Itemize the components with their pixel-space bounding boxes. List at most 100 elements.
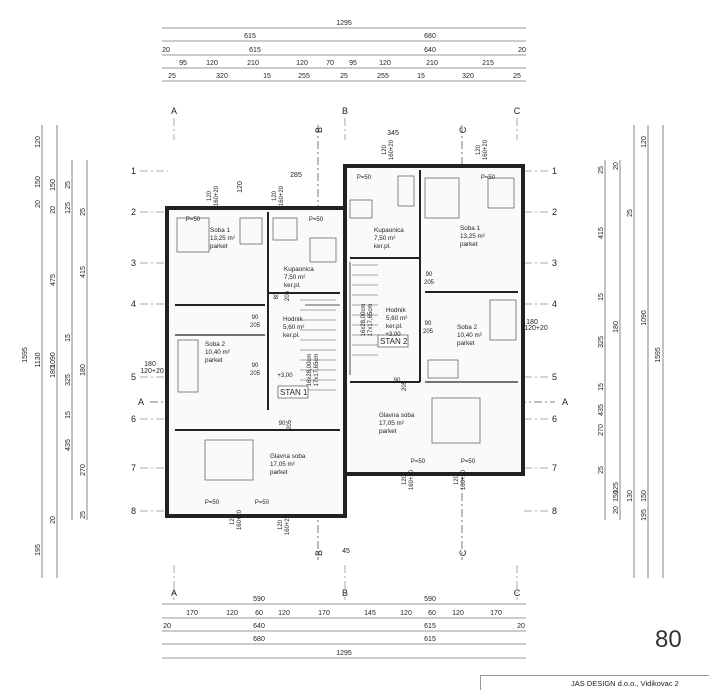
dimension-left1: 1130 [35, 352, 42, 367]
dimension-top4: 95 [349, 60, 357, 67]
room-finish: ker.pl. [386, 323, 403, 330]
dimension-right1: 25 [627, 209, 634, 217]
room-name: Soba 2 [205, 341, 225, 348]
window-size-label: 120 [402, 474, 408, 485]
plan-annotation: 205 [287, 419, 293, 430]
dimension-left1: 15 [65, 334, 72, 342]
dimension-top1: 1295 [336, 20, 352, 27]
dimension-right1: 180 [613, 321, 620, 333]
dimension-bot1: 590 [424, 596, 436, 603]
dimension-right1: 15 [598, 293, 605, 301]
dimension-top5: 255 [377, 73, 389, 80]
dimension-left1: 195 [35, 544, 42, 556]
dimension-bot1: 590 [253, 596, 265, 603]
plan-annotation: 205 [250, 371, 261, 377]
axis-row-label-left: 7 [131, 463, 136, 473]
plan-annotation: P=50 [205, 500, 220, 506]
plan-annotation: P=50 [255, 500, 270, 506]
axis-col-label-top: B [342, 106, 348, 116]
room-name: Soba 1 [460, 225, 480, 232]
dimension-left1: 150 [35, 176, 42, 188]
dimension-right1: 150 [641, 490, 648, 502]
room-finish: parket [205, 357, 223, 364]
dimension-top4: 215 [482, 60, 494, 67]
axis-row-label-right: 8 [552, 506, 557, 516]
plan-annotation: 90 [279, 421, 286, 427]
room-area: 17,05 m² [270, 461, 295, 468]
left-dimension-chains [41, 125, 88, 578]
plan-annotation: 80 [274, 292, 280, 299]
plan-annotation: 205 [402, 380, 408, 391]
dimension-right1: 15 [598, 383, 605, 391]
dimension-left1: 180 [50, 366, 57, 378]
dimension-right1: 1595 [655, 347, 662, 363]
window-size-label: 160+20 [409, 469, 415, 490]
inner-dimension: 120+20 [140, 368, 164, 375]
dimension-bot2: 145 [364, 610, 376, 617]
axis-row-label-right: 4 [552, 299, 557, 309]
room-area: 7,50 m² [374, 235, 395, 242]
dimension-left1: 150 [50, 179, 57, 191]
dimension-top4: 210 [247, 60, 259, 67]
window-size-label: 160+20 [461, 469, 467, 490]
window-size-label: 160+20 [483, 139, 489, 160]
room-finish: ker.pl. [283, 332, 300, 339]
axis-row-label-left: 8 [131, 506, 136, 516]
room-finish: parket [270, 469, 288, 476]
dimension-left2: 180 [80, 364, 87, 376]
section-marker-label: C [458, 126, 468, 133]
dimension-top3: 615 [249, 47, 261, 54]
room-area: 13,25 m² [460, 233, 485, 240]
axis-row-label-right: 5 [552, 372, 557, 382]
room-finish: parket [460, 241, 478, 248]
room-finish: parket [210, 243, 228, 250]
apartment-label: STAN 2 [380, 337, 408, 346]
dimension-right1: 130 [627, 490, 634, 502]
room-name: Hodnik [386, 307, 406, 314]
room-finish: ker.pl. [374, 243, 391, 250]
dimension-top3: 20 [162, 47, 170, 54]
dimension-bot2: 170 [490, 610, 502, 617]
dimension-left1: 120 [35, 136, 42, 148]
room-finish: parket [379, 428, 397, 435]
section-marker-label: B [314, 550, 324, 556]
room-name: Glavna soba [379, 412, 415, 419]
dimension-right1: 125 [613, 482, 620, 494]
dimension-right1: 20 [613, 506, 620, 514]
plan-annotation: 90 [252, 363, 259, 369]
window-size-label: 120 [272, 190, 278, 201]
dimension-right1: 435 [598, 404, 605, 416]
axis-row-label-right: 6 [552, 414, 557, 424]
plan-annotation: +3,00 [385, 332, 401, 338]
dimension-left2: 25 [80, 208, 87, 216]
room-area: 13,25 m² [210, 235, 235, 242]
dimension-bot2: 60 [428, 610, 436, 617]
room-name: Kupaonica [284, 266, 314, 273]
window-size-label: 120 [476, 144, 482, 155]
plan-annotation: 90 [252, 315, 259, 321]
apartment-label: STAN 1 [280, 388, 308, 397]
dimension-right1: 25 [598, 466, 605, 474]
inner-dimension: 180 [144, 361, 156, 368]
dimension-right1: 1090 [641, 310, 648, 326]
plan-annotation: P=50 [357, 175, 372, 181]
dimension-bot2: 120 [226, 610, 238, 617]
dimension-right1: 20 [613, 162, 620, 170]
dimension-bot3: 640 [253, 623, 265, 630]
dimension-bot3: 20 [517, 623, 525, 630]
dimension-top5: 15 [263, 73, 271, 80]
dimension-left2: 25 [80, 511, 87, 519]
room-name: Soba 1 [210, 227, 230, 234]
dimension-top3: 640 [424, 47, 436, 54]
window-size-label: 160+20 [285, 514, 291, 535]
axis-col-label-top: A [171, 106, 177, 116]
dimension-bot2: 120 [452, 610, 464, 617]
footer-company: JAS DESIGN d.o.o., Vidikovac 2 [480, 675, 709, 690]
apartment-label-box [377, 334, 409, 348]
building-walls [165, 164, 525, 518]
room-area: 10,40 m² [457, 332, 482, 339]
axis-col-label-bottom: A [171, 588, 177, 598]
dimension-right1: 270 [598, 424, 605, 436]
plan-annotation: P=50 [461, 459, 476, 465]
